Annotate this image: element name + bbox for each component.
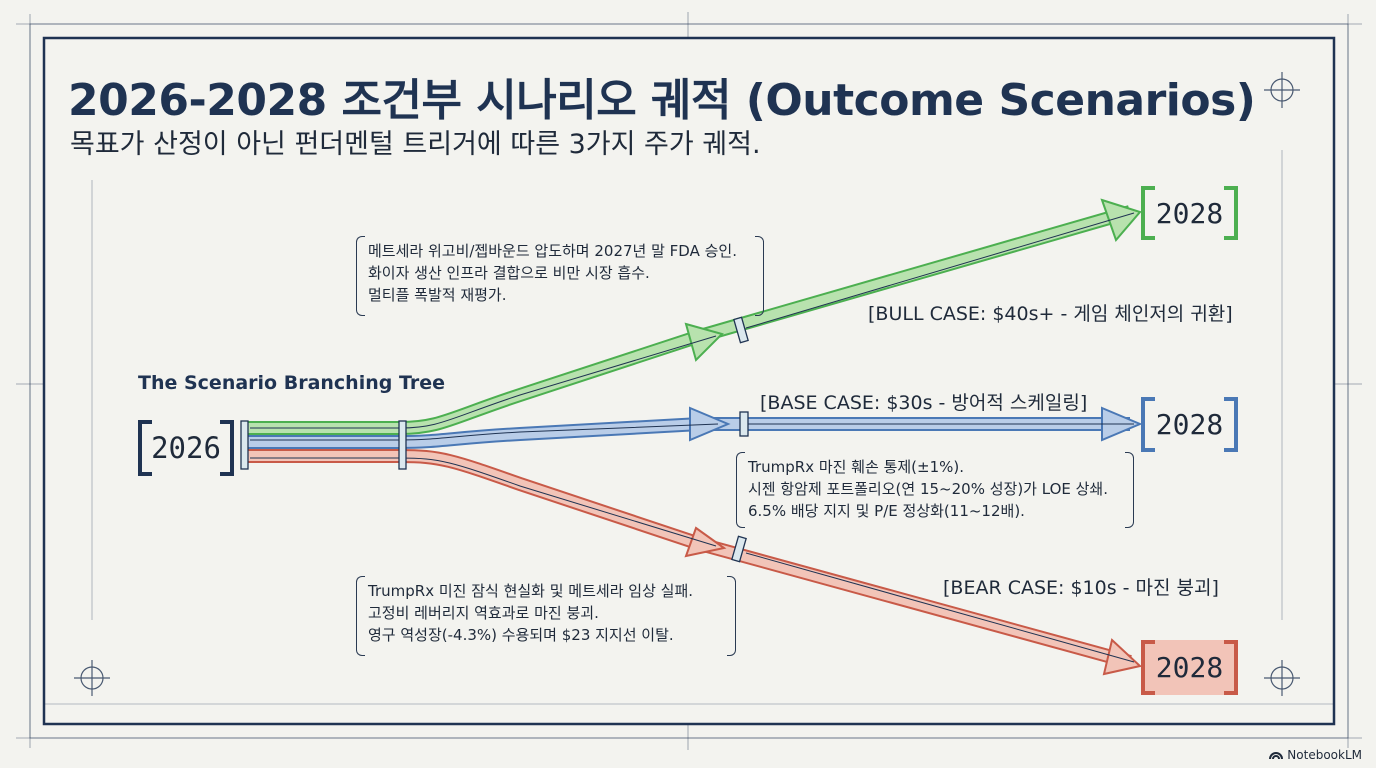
start-year: 2026 [151,431,221,465]
note-line: TrumpRx 마진 훼손 통제(±1%). [748,458,965,476]
start-year-box: 2026 [138,420,234,476]
bull-branch-arrow [248,198,1142,435]
base-case-label: [BASE CASE: $30s - 방어적 스케일링] [760,392,1088,414]
base-year: 2028 [1155,408,1224,441]
page-title: 2026-2028 조건부 시나리오 궤적 (Outcome Scenarios… [68,75,1256,126]
bear-case-note: TrumpRx 미진 잠식 현실화 및 메트세라 임상 실패. 고정비 레버리지… [356,576,736,656]
bull-year: 2028 [1155,196,1224,230]
note-line: 화이자 생산 인프라 결합으로 비만 시장 흡수. [368,264,650,282]
notebooklm-brand: NotebookLM [1269,748,1362,762]
note-line: 6.5% 배당 지지 및 P/E 정상화(11~12배). [748,502,1025,520]
base-case-note: TrumpRx 마진 훼손 통제(±1%). 시젠 항암제 포트폴리오(연 15… [736,452,1134,528]
note-line: 고정비 레버리지 역효과로 마진 붕괴. [368,604,599,622]
note-line: 멀티플 폭발적 재평가. [368,286,507,304]
note-line: 시젠 항암제 포트폴리오(연 15~20% 성장)가 LOE 상쇄. [748,480,1108,498]
base-branch-arrow [248,406,1143,449]
note-line: TrumpRx 미진 잠식 현실화 및 메트세라 임상 실패. [368,582,694,600]
note-line: 영구 역성장(-4.3%) 수용되며 $23 지지선 이탈. [368,626,674,644]
bear-branch-arrow [248,449,1143,676]
bull-year-box: 2028 [1141,186,1238,240]
start-node-clamp [240,420,249,470]
page-subtitle: 목표가 산정이 아닌 펀더멘털 트리거에 따른 3가지 주가 궤적. [70,129,761,160]
bear-case-label: [BEAR CASE: $10s - 마진 붕괴] [943,577,1219,599]
bull-case-note: 메트세라 위고비/젭바운드 압도하며 2027년 말 FDA 승인. 화이자 생… [356,236,764,316]
branch-node-clamp [398,420,407,470]
bear-year: 2028 [1155,651,1224,684]
bear-year-box: 2028 [1141,640,1238,695]
brand-label: NotebookLM [1287,748,1362,762]
note-line: 메트세라 위고비/젭바운드 압도하며 2027년 말 FDA 승인. [368,242,737,260]
notebooklm-logo-icon [1269,752,1284,760]
tree-label: The Scenario Branching Tree [138,372,445,394]
bull-case-label: [BULL CASE: $40s+ - 게임 체인저의 귀환] [868,303,1233,325]
base-year-box: 2028 [1141,397,1238,452]
